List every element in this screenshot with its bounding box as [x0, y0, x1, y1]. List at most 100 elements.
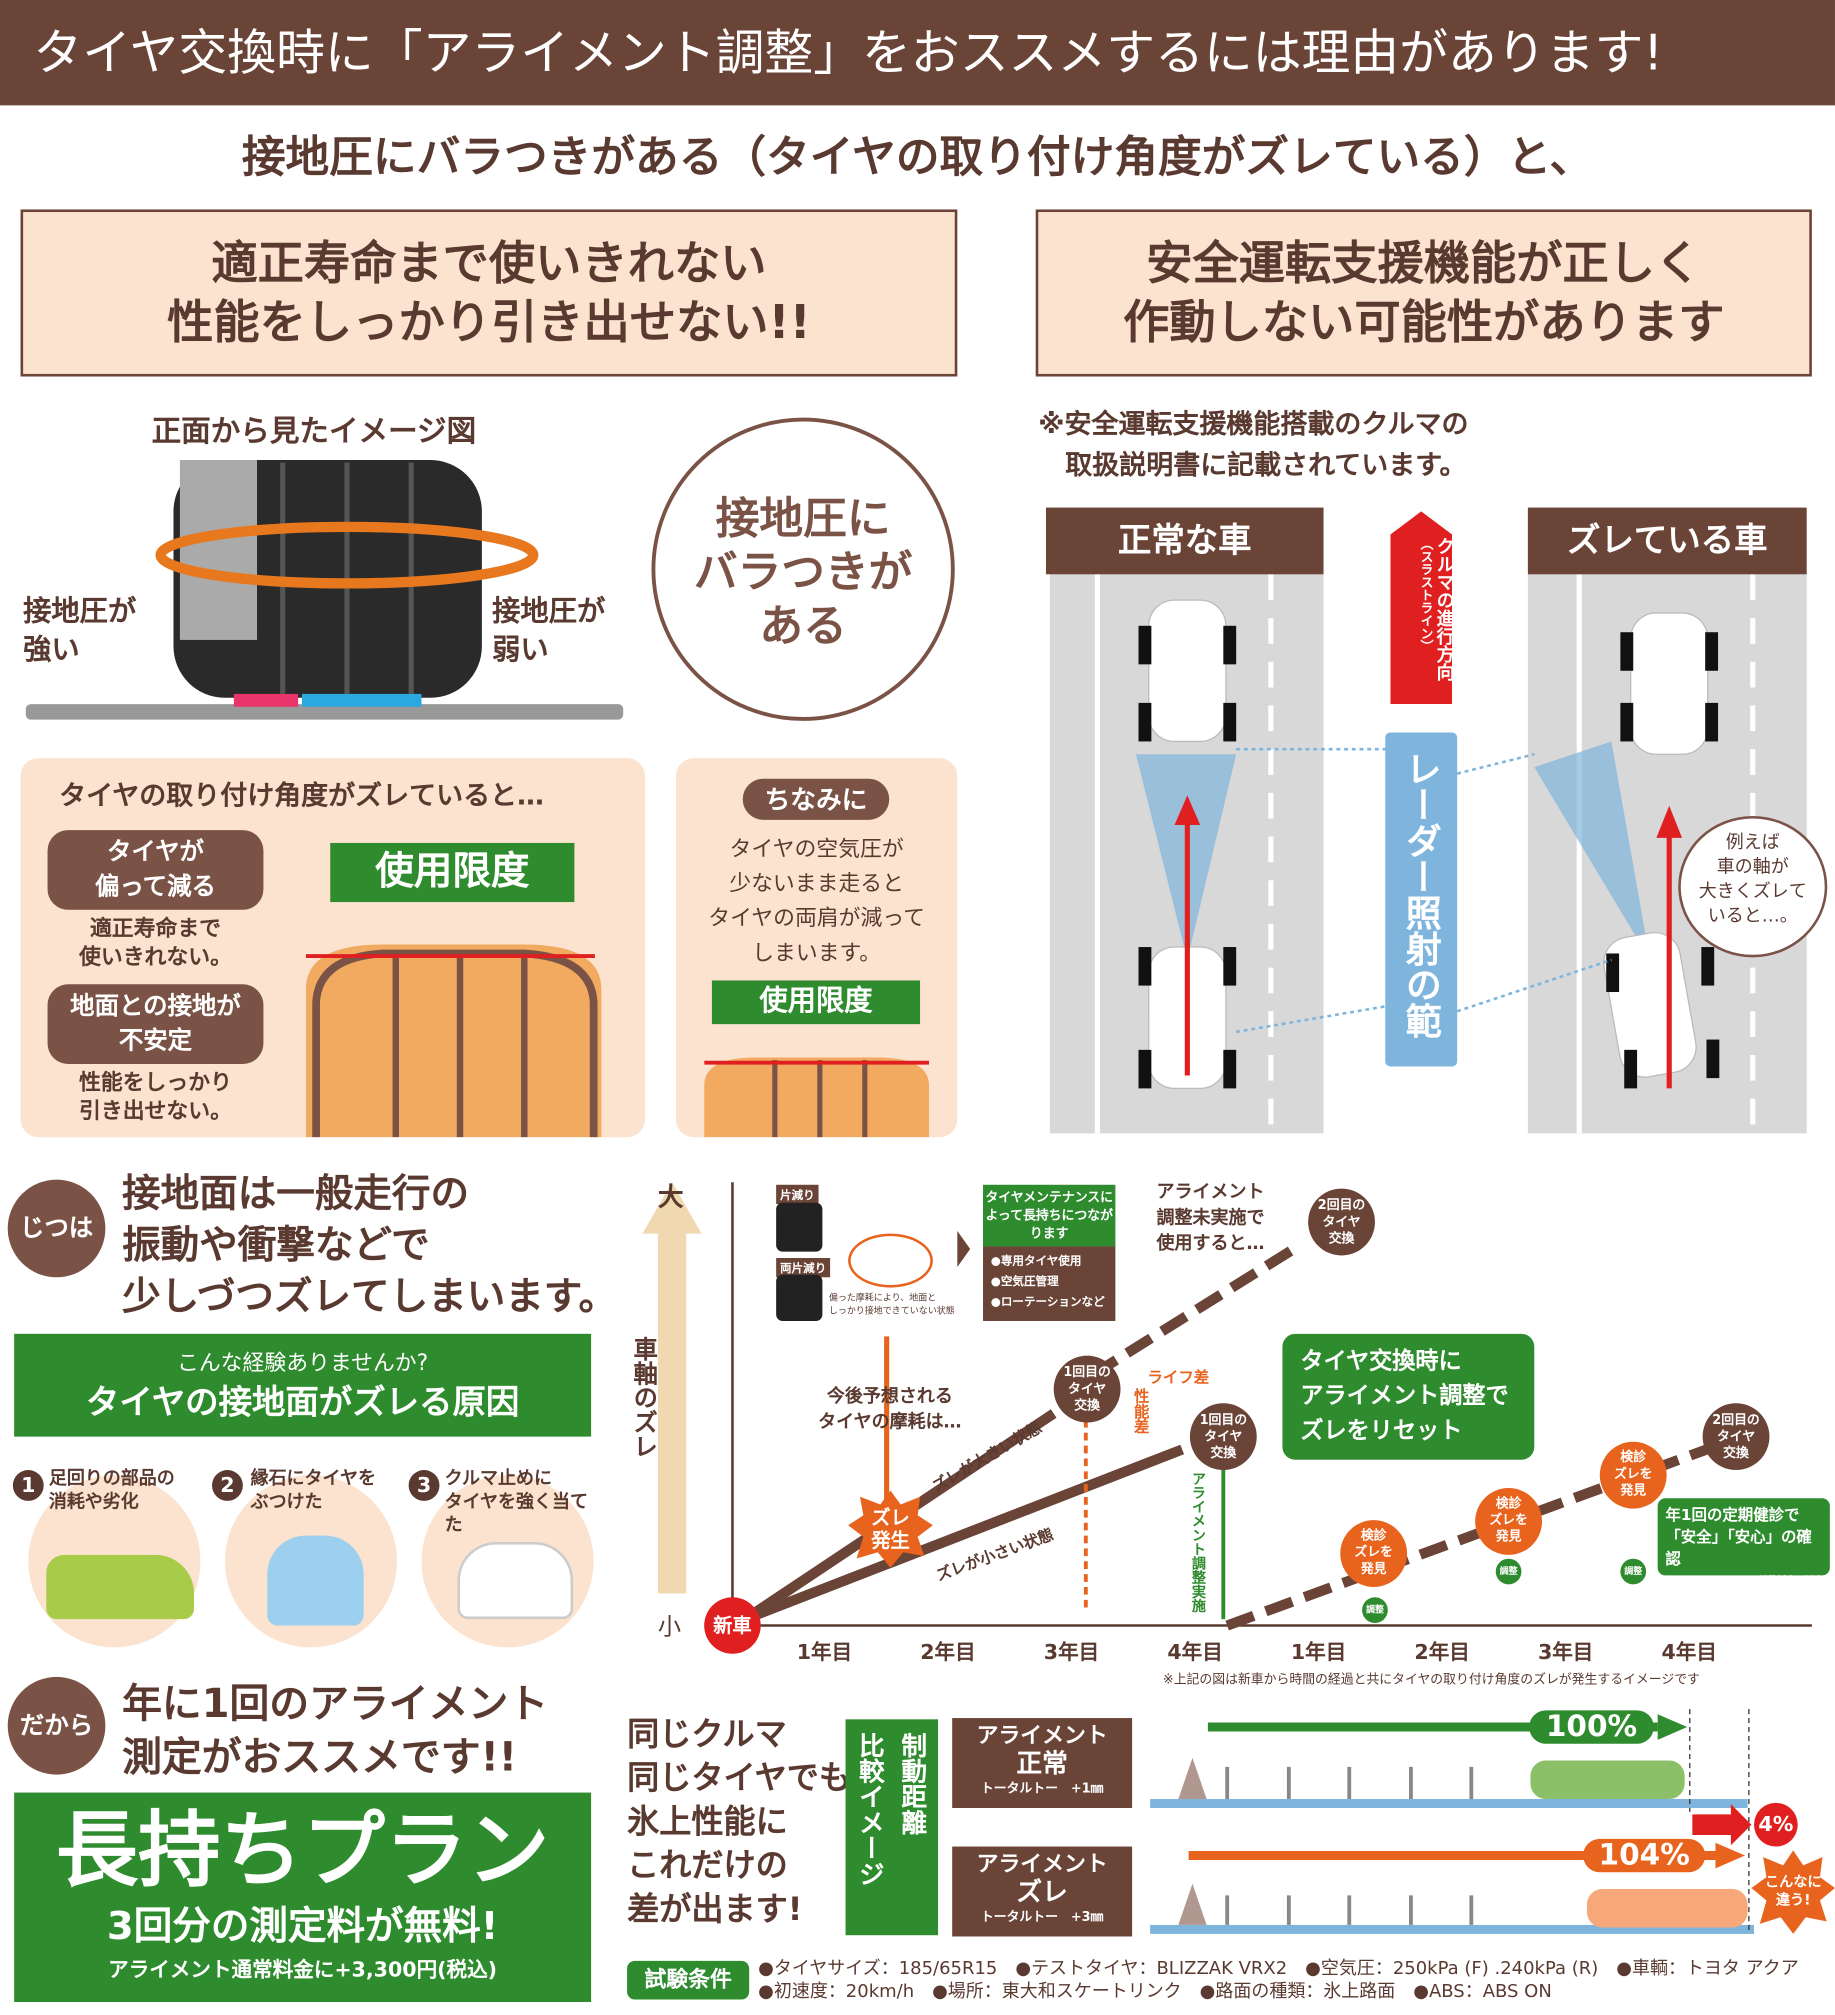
y-bottom-label: 小 — [657, 1613, 682, 1641]
compare-image-label: 比較イメージ — [854, 1732, 886, 1887]
pct-104: 104% — [1583, 1838, 1706, 1873]
adjust-badge: 調整 — [1362, 1597, 1388, 1623]
year-tick: 3年目 — [1537, 1639, 1594, 1665]
thrust-text: （スラストライン） — [1417, 537, 1432, 653]
tag-unstable-contact: 地面との接地が 不安定 — [47, 984, 264, 1064]
maint-item: ●ローテーションなど — [990, 1296, 1105, 1310]
first-swap-badge: 1回目の タイヤ 交換 — [1053, 1355, 1121, 1423]
car-green-icon — [46, 1554, 195, 1620]
tread-illustration-small — [704, 1057, 930, 1138]
header-bar: タイヤ交換時に「アライメント調整」をおススメするには理由があります! — [0, 0, 1835, 106]
cause-num: 2 — [212, 1470, 243, 1501]
air-pressure-text: タイヤの空気圧が 少ないまま走ると タイヤの両肩が減って しまいます。 — [708, 836, 925, 967]
pct-100: 100% — [1529, 1710, 1654, 1744]
life-gap-label: ライフ差 — [1147, 1368, 1210, 1387]
difference-burst: こんなに 違う! — [1751, 1850, 1835, 1934]
year-tick: 2年目 — [920, 1639, 976, 1665]
condition-item: ●テストタイヤ：BLIZZAK VRX2 — [1015, 1958, 1288, 1979]
desc-unstable-contact: 性能をしっかり 引き出せない。 — [79, 1070, 232, 1125]
adjusted-label: アライメント調整実施 — [1189, 1471, 1207, 1613]
condition-item: ●車輌：トヨタ アクア — [1616, 1958, 1799, 1979]
annual-note: ※調整料金は別途 — [1750, 1575, 1823, 1586]
braking-bars — [1150, 1709, 1755, 1934]
panel-title: タイヤの取り付け角度がズレていると… — [59, 779, 545, 811]
maint-item: ●専用タイヤ使用 — [990, 1255, 1082, 1269]
box-safety: 安全運転支援機能が正しく作動しない可能性があります — [1035, 209, 1812, 377]
condition-item: ●空気圧：250kPa (F) .240kPa (R) — [1305, 1958, 1599, 1979]
reset-bubble: タイヤ交換時に アライメント調整で ズレをリセット — [1282, 1333, 1535, 1460]
label-strong: 接地圧が 強い — [23, 596, 137, 667]
wear-tag-one: 片減り — [776, 1184, 819, 1205]
cause-label: 縁石にタイヤを ぶつけた — [250, 1468, 376, 1513]
tire-illustration — [25, 460, 624, 720]
pressure-circle: 接地圧に バラつきが ある — [651, 417, 955, 721]
y-axis-label: 車軸のズレ — [629, 1336, 658, 1459]
second-swap-badge: 2回目の タイヤ 交換 — [1308, 1188, 1375, 1256]
annual-box: 年1回の定期健診で 「安全」「安心」の確認 ※調整料金は別途 — [1657, 1498, 1830, 1586]
cause-title: タイヤの接地面がズレる原因 — [85, 1383, 520, 1423]
condition-item: ●場所：東大和スケートリンク — [932, 1981, 1182, 2003]
year-tick: 3年目 — [1043, 1639, 1100, 1665]
year-tick: 2年目 — [1414, 1639, 1470, 1665]
check-badge: 検診 ズレを 発見 — [1340, 1520, 1408, 1587]
second-swap-badge: 2回目の タイヤ 交換 — [1702, 1403, 1770, 1471]
diff-badge: 4% — [1754, 1802, 1798, 1847]
check-badge: 検診 ズレを 発見 — [1475, 1488, 1542, 1555]
wear-tag-both: 両片減り — [776, 1258, 831, 1278]
not-adjusted-text: アライメント 調整未実施で 使用すると… — [1156, 1182, 1265, 1255]
adjust-badge: 調整 — [1620, 1558, 1647, 1585]
plan-box: 長持ちプラン 3回分の測定料が無料! アライメント通常料金に+3,300円(税込… — [14, 1792, 592, 2003]
tire-wear-icon — [776, 1274, 823, 1321]
shifted-car-header: ズレている車 — [1527, 507, 1807, 575]
adjust-badge: 調整 — [1495, 1558, 1522, 1585]
year-tick: 1年目 — [1290, 1639, 1347, 1665]
chart-footnote: ※上記の図は新車から時間の経過と共にタイヤの取り付け角度のズレが発生するイメージ… — [1162, 1673, 1700, 1688]
year-tick: 4年目 — [1661, 1639, 1717, 1665]
conditions-list: ●タイヤサイズ：185/65R15 ●テストタイヤ：BLIZZAK VRX2 ●空気… — [758, 1957, 1835, 2003]
annual-text: 年1回の定期健診で 「安全」「安心」の確認 — [1665, 1506, 1812, 1568]
label-b: 正常 — [1016, 1747, 1068, 1779]
condition-item: ●路面の種類：氷上路面 — [1199, 1981, 1396, 2003]
triangle-arrow — [957, 1231, 971, 1268]
subtitle: 接地圧にバラつきがある（タイヤの取り付け角度がズレている）と、 — [241, 132, 1594, 184]
tire-figure-title: 正面から見たイメージ図 — [151, 415, 477, 449]
label-weak: 接地圧が 弱い — [492, 596, 606, 667]
cause-label: クルマ止めに タイヤを強く当てた — [444, 1468, 589, 1536]
tag-uneven-wear: タイヤが 偏って減る — [47, 830, 264, 910]
row-shifted-label: アライメントズレトータルトー +3㎜ — [952, 1846, 1133, 1937]
limit-label: 使用限度 — [330, 842, 575, 903]
tread-illustration — [305, 944, 602, 1138]
cause-box: こんな経験ありませんか? タイヤの接地面がズレる原因 — [14, 1333, 592, 1437]
conditions-label: 試験条件 — [627, 1960, 750, 2000]
maint-item: ●空気圧管理 — [990, 1276, 1059, 1289]
jitsu-text: 接地面は一般走行の 振動や衝撃などで 少しづつズレてしまいます。 — [122, 1171, 618, 1320]
condition-item: ●ABS：ABS ON — [1413, 1981, 1552, 2003]
normal-car-header: 正常な車 — [1045, 507, 1324, 575]
dakara-text: 年に1回のアライメント 測定がおススメです!! — [122, 1680, 549, 1782]
label-c: トータルトー +1㎜ — [980, 1782, 1104, 1797]
cause-sub: こんな経験ありませんか? — [176, 1350, 429, 1377]
label-a: アライメント — [976, 1851, 1108, 1878]
condition-item: ●初速度：20km/h — [758, 1981, 915, 2003]
box-line: 作動しない可能性があります — [1123, 296, 1725, 350]
box-line: 安全運転支援機能が正しく — [1146, 237, 1702, 291]
direction-arrow — [1390, 511, 1453, 705]
radar-note: ※安全運転支援機能搭載のクルマの 取扱説明書に記載されています。 — [1038, 408, 1469, 481]
plan-title: 長持ちプラン — [55, 1804, 550, 1900]
year-tick: 4年目 — [1167, 1639, 1223, 1665]
box-line: 性能をしっかり引き出せない!! — [167, 296, 811, 350]
compare-vertical: 制動距離比較イメージ — [845, 1719, 939, 1936]
first-swap-badge: 1回目の タイヤ 交換 — [1189, 1403, 1257, 1471]
wear-note: 偏った摩耗により、地面と しっかり接地できていない状態 — [828, 1292, 955, 1316]
tag-by-the-way: ちなみに — [742, 778, 890, 820]
plan-note: アライメント通常料金に+3,300円(税込) — [108, 1957, 498, 1982]
maintenance-list: ●専用タイヤ使用 ●空気圧管理 ●ローテーションなど — [983, 1246, 1116, 1321]
box-lifespan: 適正寿命まで使いきれない性能をしっかり引き出せない!! — [20, 209, 958, 377]
label-b: ズレ — [1016, 1876, 1068, 1907]
desc-uneven-wear: 適正寿命まで 使いきれない。 — [79, 916, 232, 971]
cause-items: 1 足回りの部品の 消耗や劣化 2 縁石にタイヤを ぶつけた 3 クルマ止めに … — [10, 1465, 601, 1658]
compare-text: 同じクルマ 同じタイヤでも 氷上性能に これだけの 差が出ます! — [627, 1715, 852, 1928]
box-line: 適正寿命まで使いきれない — [211, 237, 767, 291]
condition-item: ●タイヤサイズ：185/65R15 — [758, 1958, 998, 1979]
